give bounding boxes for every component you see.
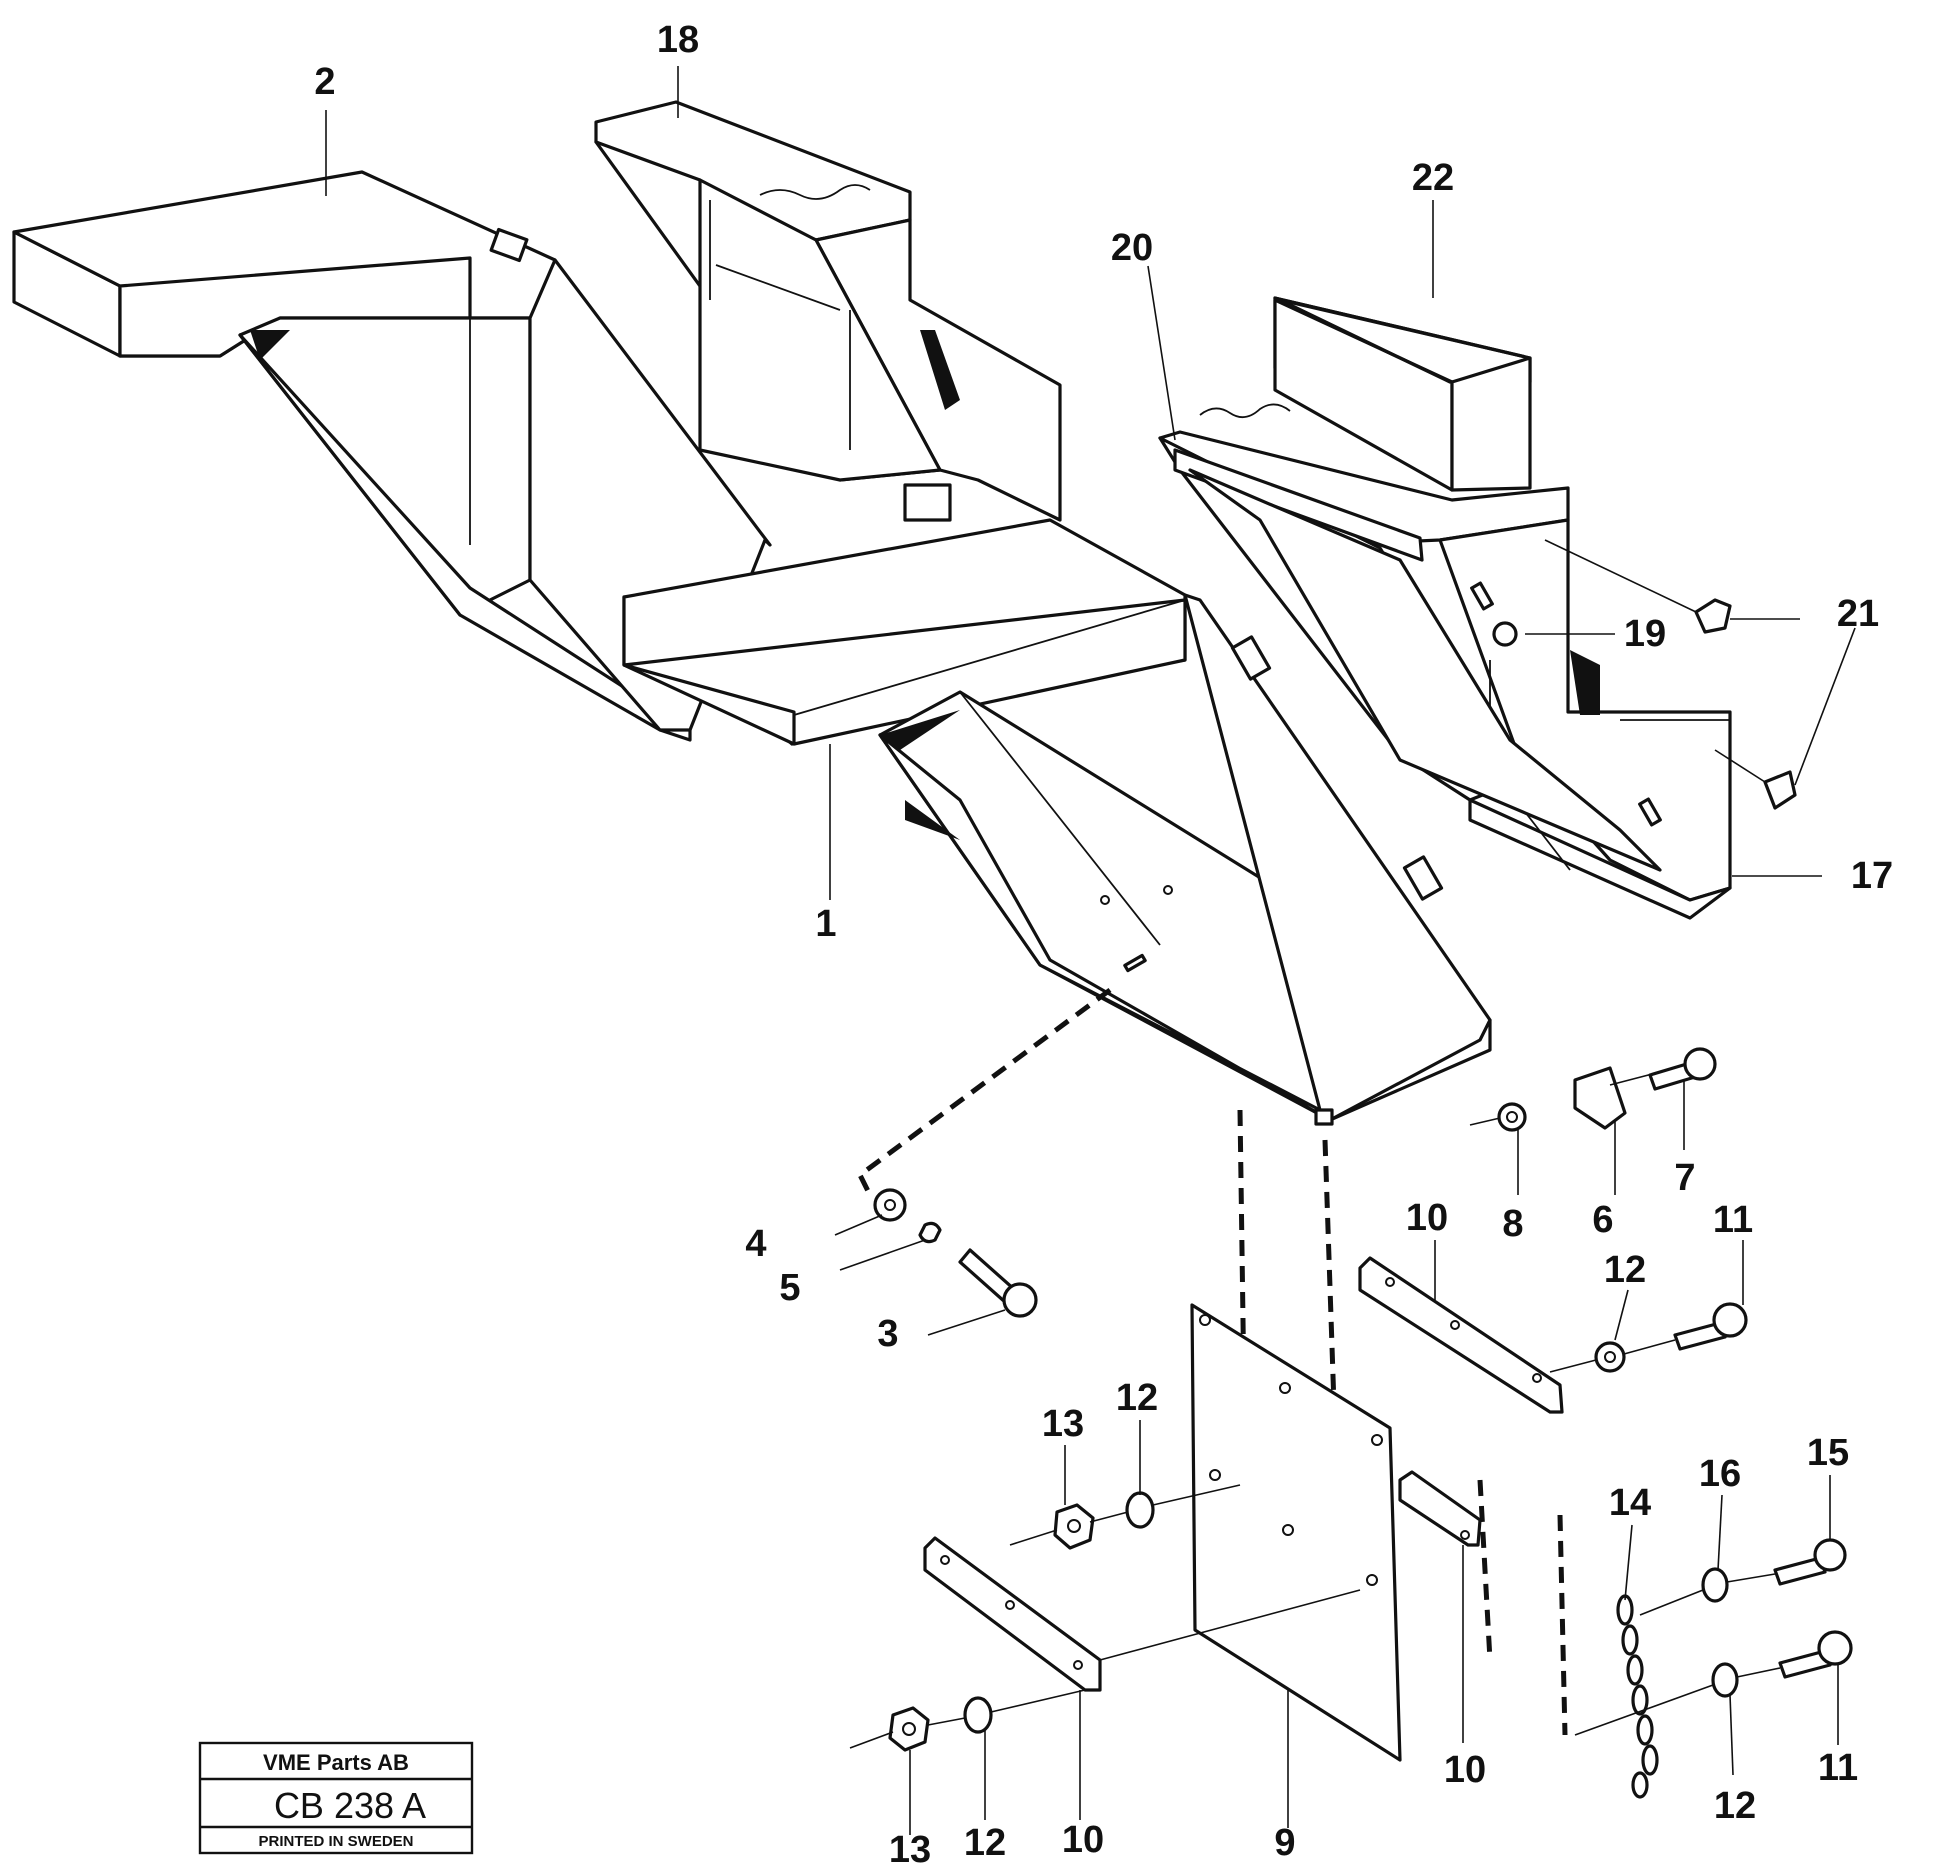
callout-2: 2 — [314, 61, 335, 103]
callout-6: 6 — [1592, 1199, 1613, 1241]
callout-4: 4 — [745, 1223, 766, 1265]
title-block: VME Parts AB CB 238 A PRINTED IN SWEDEN — [198, 1741, 474, 1855]
title-printed: PRINTED IN SWEDEN — [258, 1833, 413, 1850]
callout-10-upper: 10 — [1406, 1197, 1448, 1239]
callout-3: 3 — [877, 1313, 898, 1355]
strap-10-lower — [923, 1536, 1102, 1692]
callout-21: 21 — [1837, 593, 1879, 635]
callout-12-right: 12 — [1714, 1785, 1756, 1827]
callout-1: 1 — [815, 903, 836, 945]
callout-14: 14 — [1609, 1482, 1651, 1524]
callout-19: 19 — [1624, 613, 1666, 655]
callout-8: 8 — [1502, 1203, 1523, 1245]
callout-10-lower: 10 — [1062, 1819, 1104, 1861]
chain-14 — [1616, 1594, 1659, 1799]
bolt-11-lower — [1574, 1630, 1853, 1736]
nut-13-lower — [849, 1589, 1361, 1752]
callout-labels: 1 2 3 4 5 6 7 8 9 10 10 10 10 11 11 12 1… — [314, 19, 1893, 1868]
callout-16: 16 — [1699, 1453, 1741, 1495]
callout-12-upper: 12 — [1604, 1249, 1646, 1291]
callout-11-lower: 11 — [1818, 1747, 1858, 1789]
nut-13-upper — [1009, 1484, 1241, 1550]
extension-part-22 — [1273, 296, 1532, 384]
guard-part-1 — [622, 483, 1492, 1126]
callout-5: 5 — [779, 1267, 800, 1309]
bolt-15 — [1639, 1538, 1847, 1616]
strap-10-middle — [1398, 1470, 1482, 1547]
strap-10-upper — [1358, 1256, 1564, 1414]
plate-9 — [1190, 1303, 1402, 1762]
callout-13-upper: 13 — [1042, 1403, 1084, 1445]
bracket-6 — [1469, 1047, 1717, 1132]
callout-17: 17 — [1851, 855, 1893, 897]
title-drawing-number: CB 238 A — [274, 1785, 426, 1826]
callout-13-lower: 13 — [889, 1829, 931, 1868]
callout-15: 15 — [1807, 1432, 1849, 1474]
callout-leaders — [325, 66, 1856, 1835]
callout-20: 20 — [1111, 227, 1153, 269]
callout-10-right: 10 — [1444, 1749, 1486, 1791]
bolt-3 — [834, 1188, 1038, 1336]
title-company: VME Parts AB — [263, 1750, 409, 1775]
callout-18: 18 — [657, 19, 699, 61]
box-part-18 — [594, 100, 1062, 522]
callout-12-middle: 12 — [1116, 1377, 1158, 1419]
callout-11-upper: 11 — [1713, 1199, 1753, 1241]
pin-part-21 — [1544, 539, 1797, 810]
box-part-17 — [1158, 296, 1732, 920]
callout-12-lower: 12 — [964, 1822, 1006, 1864]
callout-7: 7 — [1674, 1157, 1695, 1199]
bolt-11-upper — [1549, 1302, 1748, 1373]
callout-9: 9 — [1274, 1822, 1295, 1864]
callout-22: 22 — [1412, 157, 1454, 199]
